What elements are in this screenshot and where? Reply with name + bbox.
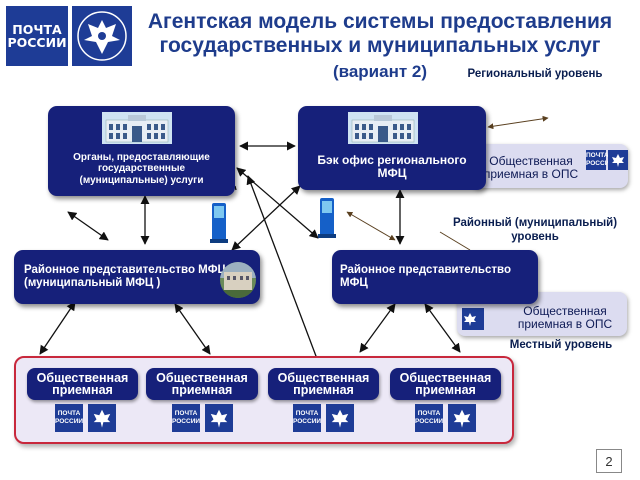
building-icon [102,112,172,144]
eagle-emblem-icon [88,404,116,432]
local-office-label: Общественная приемная [36,371,129,397]
backoffice-label: Бэк офис регионального МФЦ [317,153,467,180]
eagle-emblem-icon [326,404,354,432]
local-office-4[interactable]: Общественная приемная [390,368,501,400]
terminal-icon [316,198,338,238]
eagle-emblem-icon [608,150,628,170]
pochta-logo-line2: РОССИИ [7,35,67,50]
pochta-logo: ПОЧТА РОССИИ [6,6,68,66]
arrow-icon [487,115,549,130]
arrow-icon [174,303,211,355]
arrow-icon [439,231,471,251]
page-title: Агентская модель системы предоставления … [147,10,613,57]
district-mfc-label: Районное представительство МФЦ (муниципа… [24,264,226,289]
local-office-1[interactable]: Общественная приемная [27,368,138,400]
page-number: 2 [596,449,622,473]
eagle-emblem-icon [462,308,484,330]
building-icon [348,112,418,144]
organs-label: Органы, предоставляющие государственные … [73,151,210,186]
pochta-logo-line1: ПОЧТА [12,21,62,37]
level-local: Местный уровень [509,339,613,351]
arrow-icon [359,303,396,353]
eagle-emblem-icon [205,404,233,432]
local-office-label: Общественная приемная [156,371,248,397]
terminal-icon [208,203,230,243]
arrow-icon [424,303,461,353]
building-photo [220,262,256,298]
level-regional: Региональный уровень [467,68,603,80]
arrow-icon [346,211,396,241]
arrow-icon [39,301,76,355]
arrow-icon [246,175,324,373]
district-rep-label: Районное представительство МФЦ [340,264,511,289]
page-subtitle: (вариант 2) [332,62,428,81]
ops-district-label: Общественная приемная в ОПС [517,304,613,331]
level-district: Районный (муниципальный) уровень [452,217,618,243]
eagle-emblem-icon [448,404,476,432]
local-office-3[interactable]: Общественная приемная [268,368,379,400]
arrow-icon [234,185,237,191]
local-office-2[interactable]: Общественная приемная [146,368,258,400]
local-office-label: Общественная приемная [399,371,492,397]
local-office-label: Общественная приемная [277,371,370,397]
arrow-icon [67,211,109,241]
district-rep-box[interactable]: Районное представительство МФЦ [332,250,538,304]
district-mfc-box[interactable]: Районное представительство МФЦ (муниципа… [14,250,260,304]
ops-regional-label: Общественная приемная в ОПС [483,154,579,181]
arrow-icon [231,185,301,251]
eagle-emblem-icon [72,6,132,66]
